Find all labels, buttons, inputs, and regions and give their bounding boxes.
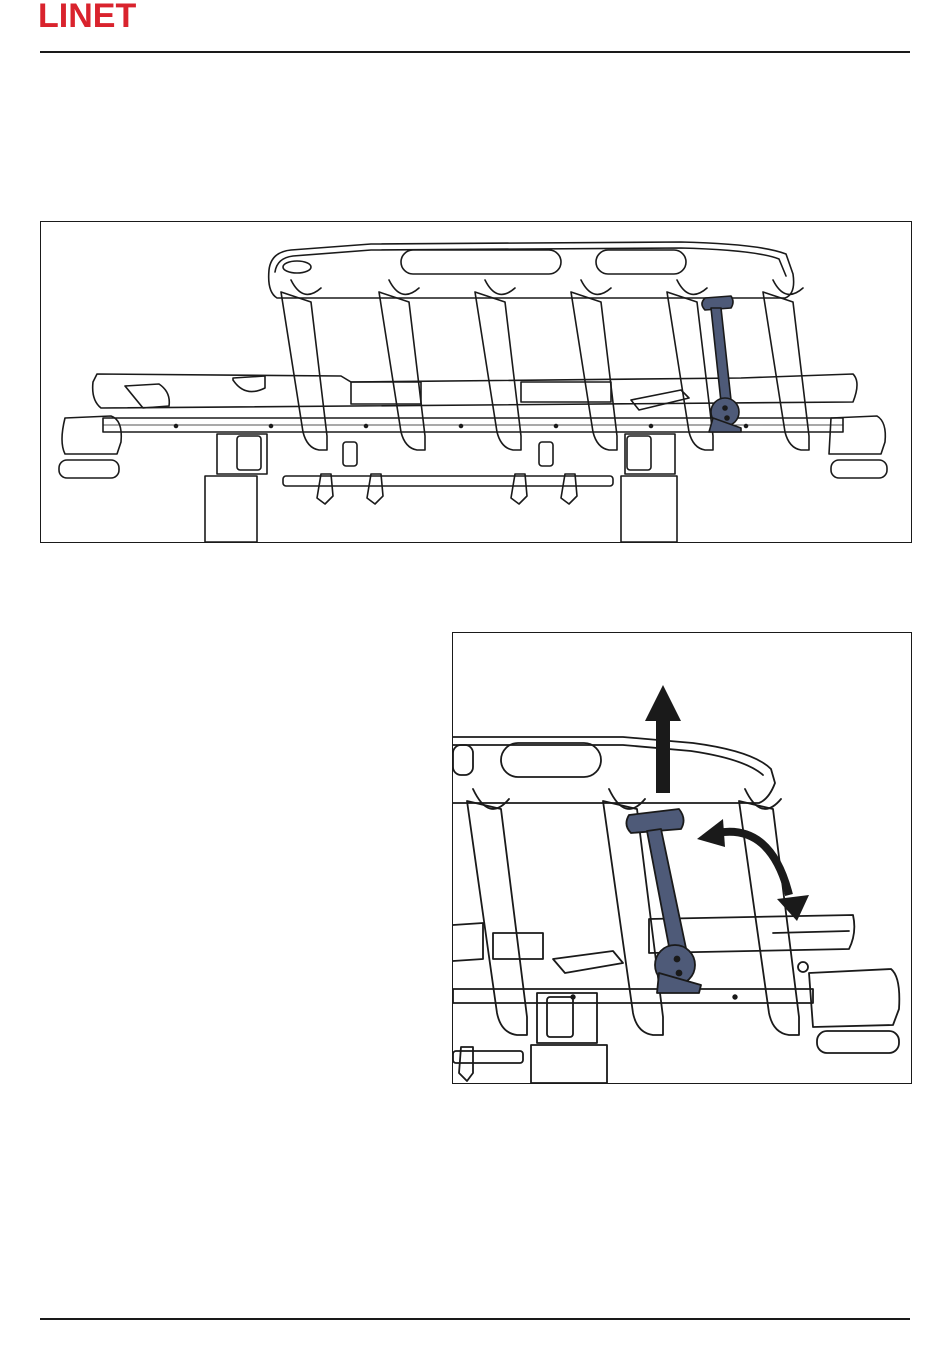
- header-rule: [40, 51, 910, 53]
- lift-columns: [205, 434, 677, 542]
- siderail-top-bar: [453, 737, 775, 803]
- accessory-rail: [453, 1047, 523, 1081]
- accessory-rail: [283, 442, 613, 504]
- mattress-platform: [93, 374, 857, 410]
- linet-logo: LINET: [38, 0, 188, 34]
- lift-column: [531, 993, 607, 1083]
- figure-lever-release: [452, 632, 912, 1084]
- logo-text: LINET: [38, 0, 136, 34]
- figure-bed-overview: [40, 221, 912, 543]
- release-lever: [702, 296, 741, 432]
- frame-beam: [453, 989, 813, 1003]
- siderail-top-bar: [269, 242, 794, 298]
- footer-rule: [40, 1318, 910, 1320]
- release-lever: [626, 809, 701, 993]
- end-bumper: [798, 962, 899, 1053]
